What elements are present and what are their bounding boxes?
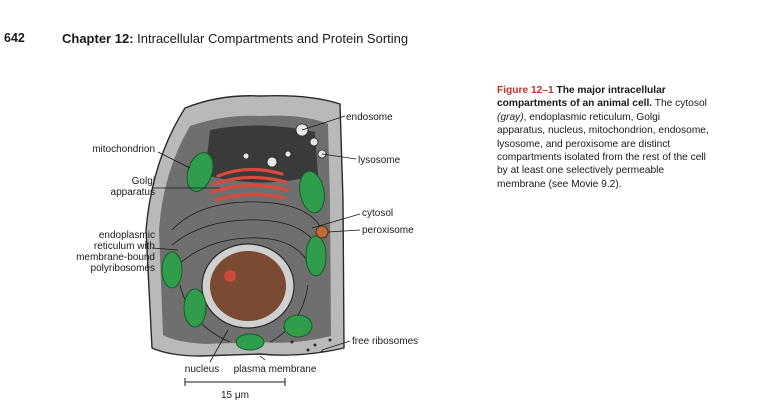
- label-er-line2: reticulum with: [94, 241, 155, 252]
- caption-text-gray: (gray): [497, 111, 524, 123]
- label-golgi-line2: apparatus: [111, 187, 155, 198]
- er-sheet-1: [171, 201, 323, 231]
- label-plasma-membrane: plasma membrane: [234, 364, 317, 375]
- chapter-name: Intracellular Compartments and Protein S…: [137, 31, 409, 46]
- caption-text-part2: , endoplasmic reticulum, Golgi apparatus…: [497, 111, 709, 190]
- nucleolus: [224, 270, 236, 282]
- leader-lines: [151, 115, 361, 363]
- scale-bar-label: 15 μm: [221, 390, 249, 401]
- label-cytosol: cytosol: [362, 208, 393, 219]
- caption-figure-number: Figure 12–1: [497, 85, 554, 96]
- label-mitochondrion: mitochondrion: [92, 144, 155, 155]
- page-number: 642: [4, 31, 25, 45]
- label-lysosome: lysosome: [358, 155, 401, 166]
- caption-text-part1: The cytosol: [654, 98, 707, 110]
- label-er-line3: membrane-bound: [76, 252, 155, 263]
- chapter-label: Chapter 12:: [62, 31, 134, 46]
- peroxisome-shape: [315, 225, 329, 239]
- cell-illustration: endosome mitochondrion lysosome Golgi ap…: [76, 94, 418, 401]
- top-cytoplasm: [205, 125, 318, 183]
- label-er-line1: endoplasmic: [99, 230, 155, 241]
- label-nucleus: nucleus: [185, 364, 219, 375]
- mitochondria-group: [161, 152, 327, 351]
- free-ribosomes-dots: [290, 338, 332, 354]
- scale-bar: 15 μm: [184, 378, 286, 401]
- caption-heading: The major intracellular compartments of …: [497, 85, 666, 110]
- cell-figure: endosome mitochondrion lysosome Golgi ap…: [60, 80, 480, 410]
- label-golgi-line1: Golgi: [132, 176, 155, 187]
- label-er-line4: polyribosomes: [91, 263, 155, 274]
- golgi-shape: [210, 167, 290, 202]
- label-endosome: endosome: [346, 112, 393, 123]
- er-sheet-2: [171, 219, 319, 249]
- er-sheet-3: [177, 237, 311, 267]
- label-peroxisome: peroxisome: [362, 225, 414, 236]
- chapter-title: Chapter 12: Intracellular Compartments a…: [62, 31, 408, 46]
- nucleus-shape: [210, 251, 286, 321]
- figure-caption: Figure 12–1 The major intracellular comp…: [497, 84, 709, 191]
- label-free-ribosomes: free ribosomes: [352, 336, 418, 347]
